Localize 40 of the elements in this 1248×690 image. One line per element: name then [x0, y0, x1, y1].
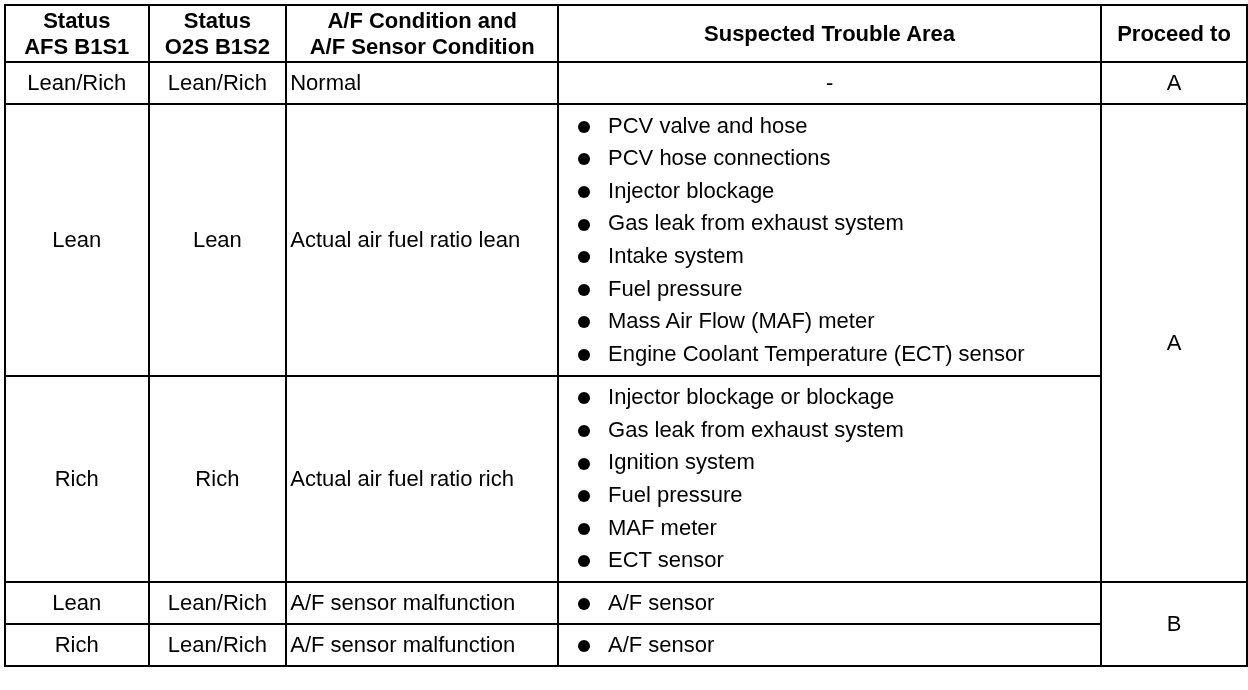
- condition-text: Normal: [290, 70, 362, 95]
- status-value: Lean/Rich: [27, 70, 127, 95]
- list-item-text: Gas leak from exhaust system: [608, 416, 904, 442]
- status-value: Lean/Rich: [167, 70, 267, 95]
- list-item-text: Injector blockage: [608, 177, 775, 203]
- column-header: Suspected Trouble Area: [704, 20, 956, 46]
- condition-text: Actual air fuel ratio lean: [290, 227, 521, 252]
- status-value: Lean: [52, 227, 102, 252]
- list-item-text: Engine Coolant Temperature (ECT) sensor: [608, 340, 1025, 366]
- status-value: Lean: [192, 227, 242, 252]
- column-header: Proceed to: [1117, 20, 1231, 46]
- list-item-text: Fuel pressure: [608, 482, 743, 507]
- list-item-text: Mass Air Flow (MAF) meter: [608, 308, 875, 334]
- status-value: Lean: [52, 590, 102, 615]
- condition-text: Actual air fuel ratio rich: [290, 466, 514, 491]
- proceed-value: B: [1166, 611, 1182, 636]
- status-value: Lean/Rich: [167, 590, 267, 615]
- column-header: Status O2S B1S2: [164, 7, 270, 59]
- proceed-value: A: [1166, 330, 1182, 355]
- proceed-value: A: [1166, 70, 1182, 95]
- list-item-text: A/F sensor: [608, 589, 715, 615]
- status-value: Rich: [54, 466, 99, 491]
- list-item-text: Gas leak from exhaust system: [608, 210, 904, 236]
- list-item-text: A/F sensor: [608, 631, 715, 657]
- list-item-text: Injector blockage or blockage: [608, 384, 895, 410]
- list-item-text: PCV hose connections: [608, 145, 831, 171]
- status-value: Lean/Rich: [167, 632, 267, 657]
- list-item-text: Intake system: [608, 243, 744, 268]
- status-value: Rich: [195, 466, 240, 491]
- list-item-text: MAF meter: [608, 514, 717, 540]
- column-header: Status AFS B1S1: [24, 7, 130, 59]
- status-value: Rich: [54, 632, 99, 657]
- condition-text: A/F sensor malfunction: [290, 632, 516, 657]
- list-item-text: Fuel pressure: [608, 275, 743, 301]
- column-header: A/F Condition and A/F Sensor Condition: [309, 7, 535, 59]
- list-item-text: ECT sensor: [608, 547, 724, 573]
- dash-text: -: [825, 70, 834, 95]
- list-item-text: Ignition system: [608, 449, 755, 475]
- list-item-text: PCV valve and hose: [608, 112, 808, 138]
- condition-text: A/F sensor malfunction: [290, 590, 516, 615]
